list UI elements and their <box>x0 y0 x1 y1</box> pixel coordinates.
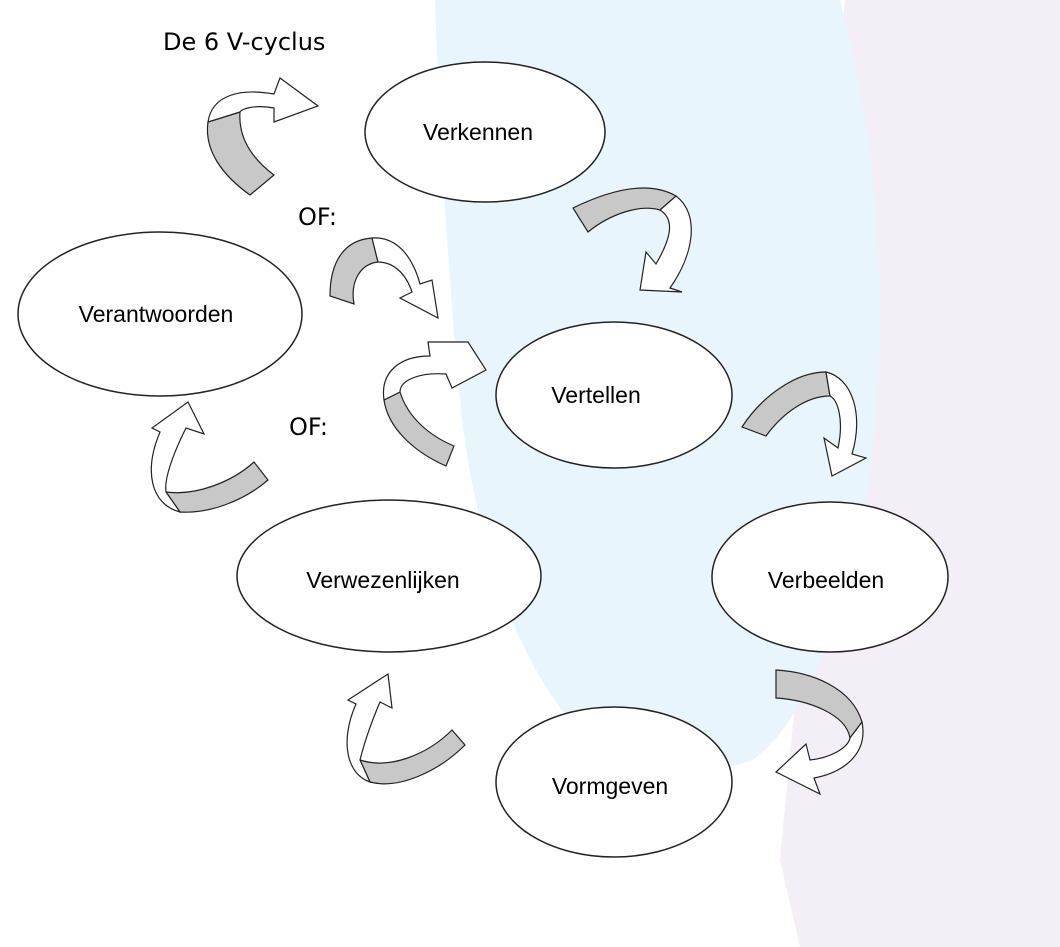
node-verantwoorden: Verantwoorden <box>17 231 303 397</box>
arrow-alternative-2 <box>382 341 487 467</box>
arrow-to-verkennen <box>206 77 320 196</box>
arrow-verkennen-to-vertellen <box>572 187 692 293</box>
node-verbeelden: Verbeelden <box>711 501 949 653</box>
arrow-verwezenlijken-to-verantwoorden <box>150 401 269 514</box>
alternative-label-1: OF: <box>298 203 337 231</box>
node-verwezenlijken: Verwezenlijken <box>236 499 542 653</box>
arrow-verbeelden-to-vormgeven <box>774 669 864 796</box>
alternative-label-2: OF: <box>289 413 328 441</box>
node-vertellen-label: Vertellen <box>551 382 641 408</box>
node-vormgeven: Vormgeven <box>495 706 733 858</box>
arrow-vormgeven-to-verwezenlijken <box>346 672 466 785</box>
diagram-title: De 6 V-cyclus <box>163 28 325 56</box>
node-verbeelden-label: Verbeelden <box>768 567 884 593</box>
node-verkennen-label: Verkennen <box>423 119 533 145</box>
node-verantwoorden-label: Verantwoorden <box>79 301 234 327</box>
arrow-vertellen-to-verbeelden <box>741 371 868 477</box>
arrow-alternative-1 <box>329 237 439 320</box>
node-vertellen: Vertellen <box>495 321 733 469</box>
node-verwezenlijken-label: Verwezenlijken <box>306 567 459 593</box>
node-verkennen: Verkennen <box>364 61 606 203</box>
node-vormgeven-label: Vormgeven <box>552 773 668 799</box>
